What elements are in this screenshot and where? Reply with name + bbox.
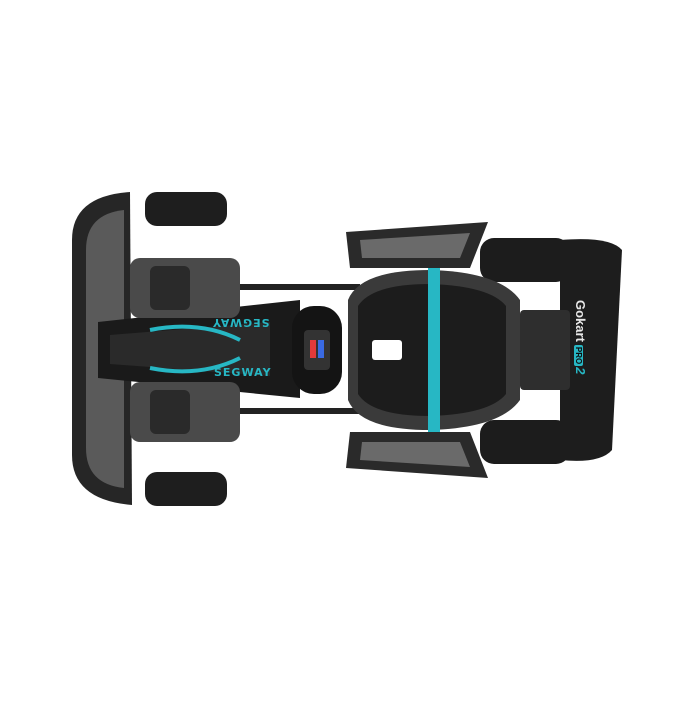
model-number: 2 [573, 367, 588, 375]
segway-logo-top: SEGWAY [212, 316, 270, 329]
rear-left-tire [480, 238, 570, 282]
segway-logo-bottom: SEGWAY [214, 366, 272, 379]
brand-name: Gokart [573, 300, 588, 342]
rear-right-tire [480, 420, 570, 464]
pro-badge: PRO [574, 344, 583, 367]
rear-wing [560, 239, 622, 461]
front-left-tire [145, 192, 227, 226]
seat-belt [428, 268, 440, 432]
gokart-pro-2-logo: GokartPRO2 [573, 300, 588, 374]
front-right-tire [145, 472, 227, 506]
